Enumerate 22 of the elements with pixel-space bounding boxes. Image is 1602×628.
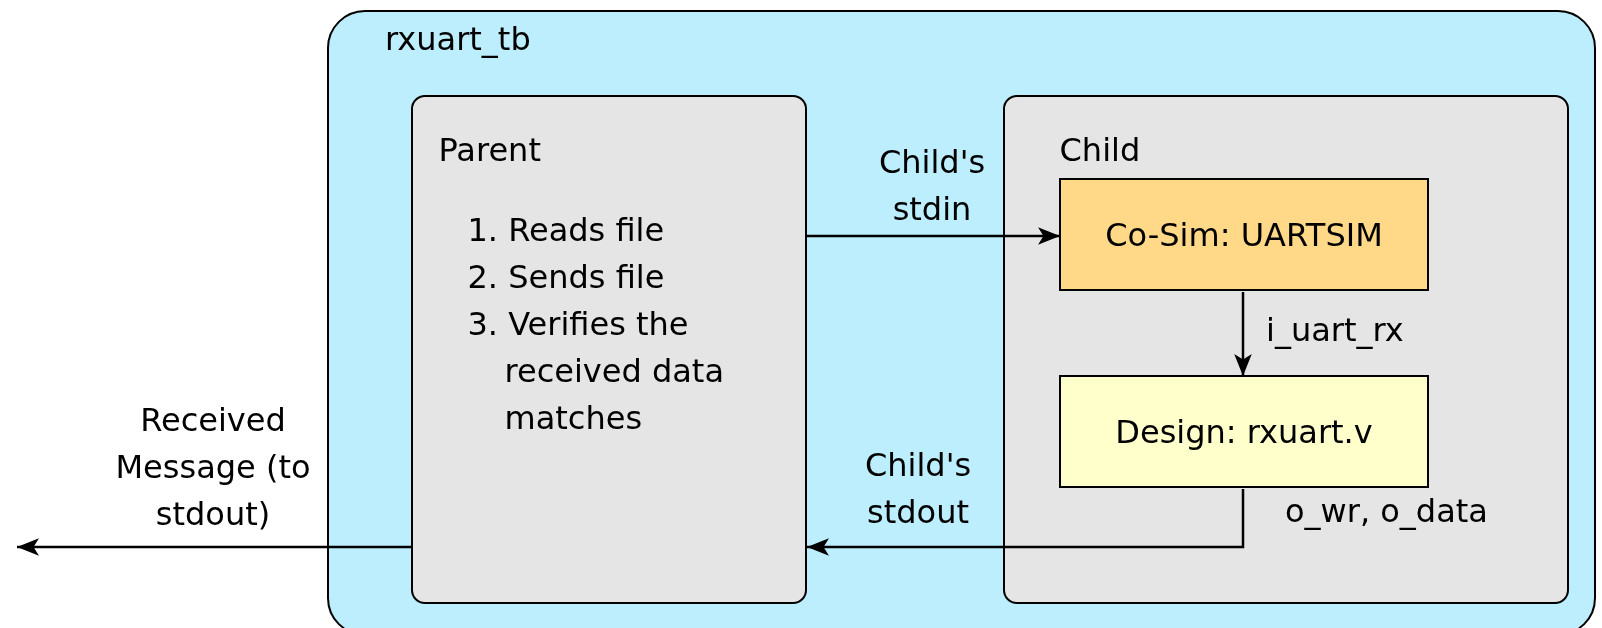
arrow: [17, 538, 411, 556]
edge-label: i_uart_rx: [1266, 310, 1404, 351]
process-box: [1002, 94, 1569, 604]
process-box: [410, 94, 807, 604]
arrow: [807, 489, 1245, 556]
list-item: 3. Verifies the received data matches: [467, 303, 725, 439]
module-label: Co-Sim: UARTSIM: [1104, 215, 1384, 254]
arrow: [1234, 292, 1252, 376]
box-heading: rxuart_tb: [385, 20, 531, 59]
edge-label: Received Message (to stdout): [115, 400, 311, 535]
module-box: [1059, 375, 1429, 488]
signal-label: o_wr, o_data: [1285, 492, 1488, 531]
box-heading: Child: [1059, 130, 1141, 169]
edge-label: Child's stdin: [877, 142, 987, 230]
box-heading: Parent: [438, 130, 541, 169]
module-box: [1059, 178, 1429, 291]
edge-label: Child's stdout: [863, 445, 973, 533]
testbench-container: [327, 10, 1596, 628]
module-label: Design: rxuart.v: [1114, 412, 1374, 451]
arrow: [807, 227, 1060, 245]
list-item: 1. Reads file: [467, 209, 666, 251]
list-item: 2. Sends file: [467, 256, 666, 298]
